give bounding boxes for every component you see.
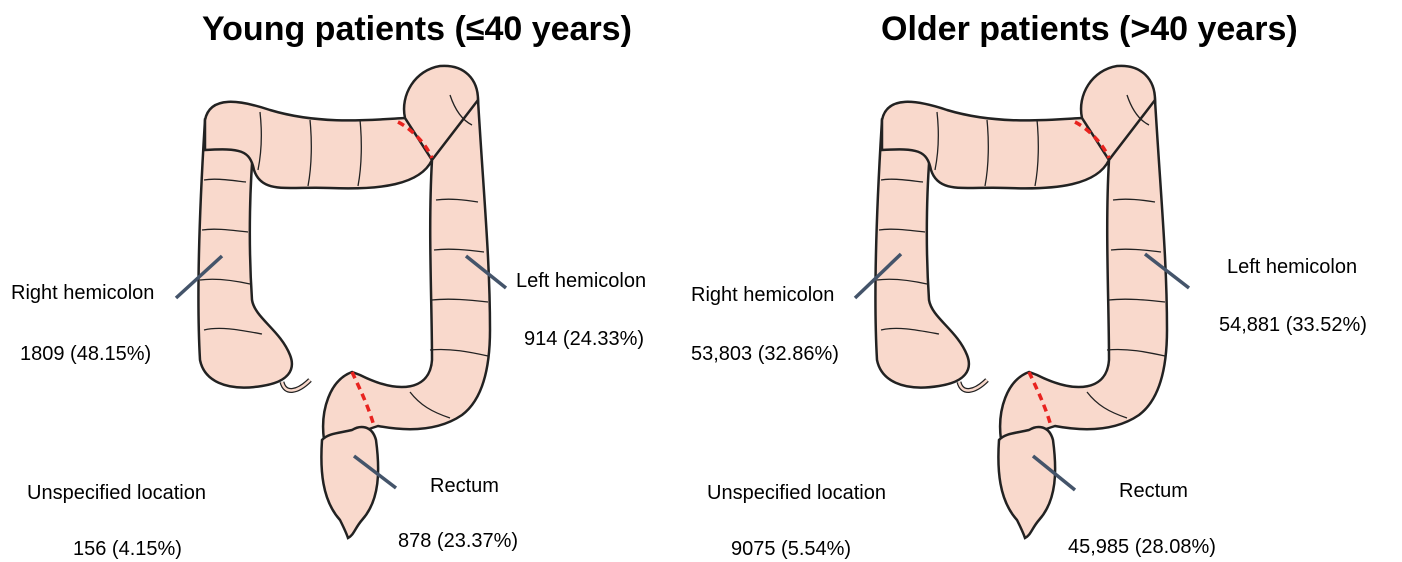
right-hemicolon-value: 1809 (48.15%)	[20, 343, 151, 366]
panel-young: Young patients (≤40 years)	[0, 0, 701, 562]
unspecified-label: Unspecified location	[707, 482, 886, 505]
left-hemicolon-label: Left hemicolon	[516, 270, 646, 293]
unspecified-label: Unspecified location	[27, 482, 206, 505]
left-hemicolon-value: 54,881 (33.52%)	[1219, 314, 1367, 337]
unspecified-value: 9075 (5.54%)	[731, 538, 851, 561]
left-hemicolon-value: 914 (24.33%)	[524, 328, 644, 351]
colon-diagram	[701, 0, 1402, 562]
colon-illustration	[198, 66, 490, 538]
right-hemicolon-label: Right hemicolon	[11, 282, 154, 305]
rectum-label: Rectum	[1119, 480, 1188, 503]
panel-older: Older patients (>40 years)	[701, 0, 1402, 562]
right-hemicolon-value: 53,803 (32.86%)	[691, 343, 839, 366]
unspecified-value: 156 (4.15%)	[73, 538, 182, 561]
colon-illustration	[875, 66, 1167, 538]
left-hemicolon-label: Left hemicolon	[1227, 256, 1357, 279]
rectum-value: 878 (23.37%)	[398, 530, 518, 553]
rectum-label: Rectum	[430, 475, 499, 498]
rectum	[321, 427, 378, 538]
rectum	[998, 427, 1055, 538]
rectum-value: 45,985 (28.08%)	[1068, 536, 1216, 559]
right-hemicolon-label: Right hemicolon	[691, 284, 834, 307]
